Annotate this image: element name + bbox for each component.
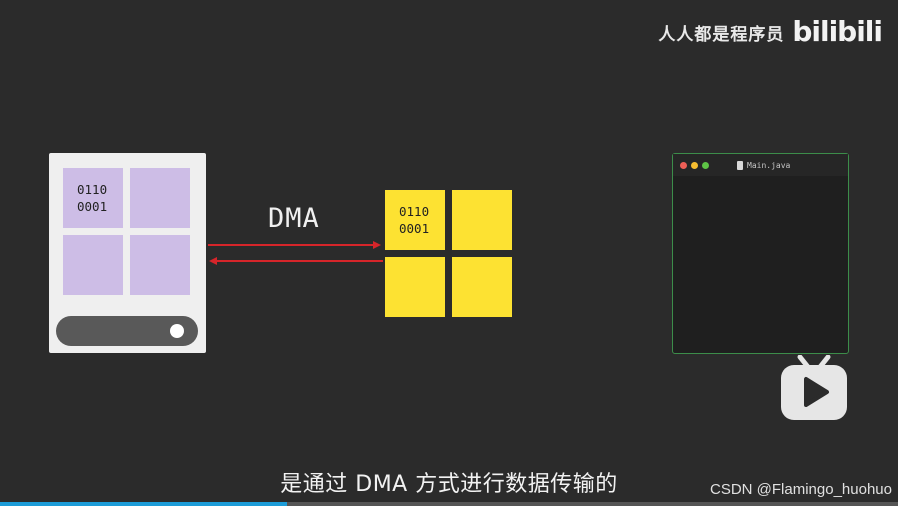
disk-block-bits: 0110 0001 — [77, 182, 108, 214]
disk-block — [63, 235, 123, 295]
disk-block — [130, 235, 190, 295]
memory-block — [452, 257, 512, 317]
channel-watermark: 人人都是程序员 bilibili — [658, 15, 883, 48]
code-editor-window: Main.java — [672, 153, 849, 354]
arrow-to-memory — [208, 241, 381, 249]
editor-tab: Main.java — [737, 160, 791, 170]
editor-titlebar: Main.java — [673, 154, 848, 176]
close-dot-icon — [680, 161, 687, 169]
disk-slot — [56, 316, 198, 346]
video-subtitle: 是通过 DMA 方式进行数据传输的 — [280, 472, 618, 497]
minimize-dot-icon — [691, 161, 698, 169]
memory-block-bits: 0110 0001 — [399, 204, 430, 236]
transfer-arrows — [208, 241, 383, 265]
memory-block — [385, 257, 445, 317]
author-credit: CSDN @Flamingo_huohuo — [710, 481, 892, 498]
disk-block — [130, 168, 190, 228]
editor-tab-label: Main.java — [747, 160, 791, 170]
memory-block — [452, 190, 512, 250]
arrow-to-disk — [209, 257, 383, 265]
dma-label: DMA — [268, 203, 320, 234]
disk-illustration: 0110 0001 — [49, 153, 206, 353]
disk-block: 0110 0001 — [63, 168, 123, 228]
disk-led — [170, 324, 184, 338]
file-icon — [737, 160, 743, 170]
video-progress-bar[interactable] — [0, 502, 898, 506]
bilibili-tv-icon[interactable] — [780, 355, 848, 421]
bilibili-logo: bilibili — [792, 15, 883, 48]
memory-block: 0110 0001 — [385, 190, 445, 250]
maximize-dot-icon — [702, 161, 709, 169]
channel-name: 人人都是程序员 — [658, 24, 785, 45]
video-progress-fill — [0, 502, 288, 506]
